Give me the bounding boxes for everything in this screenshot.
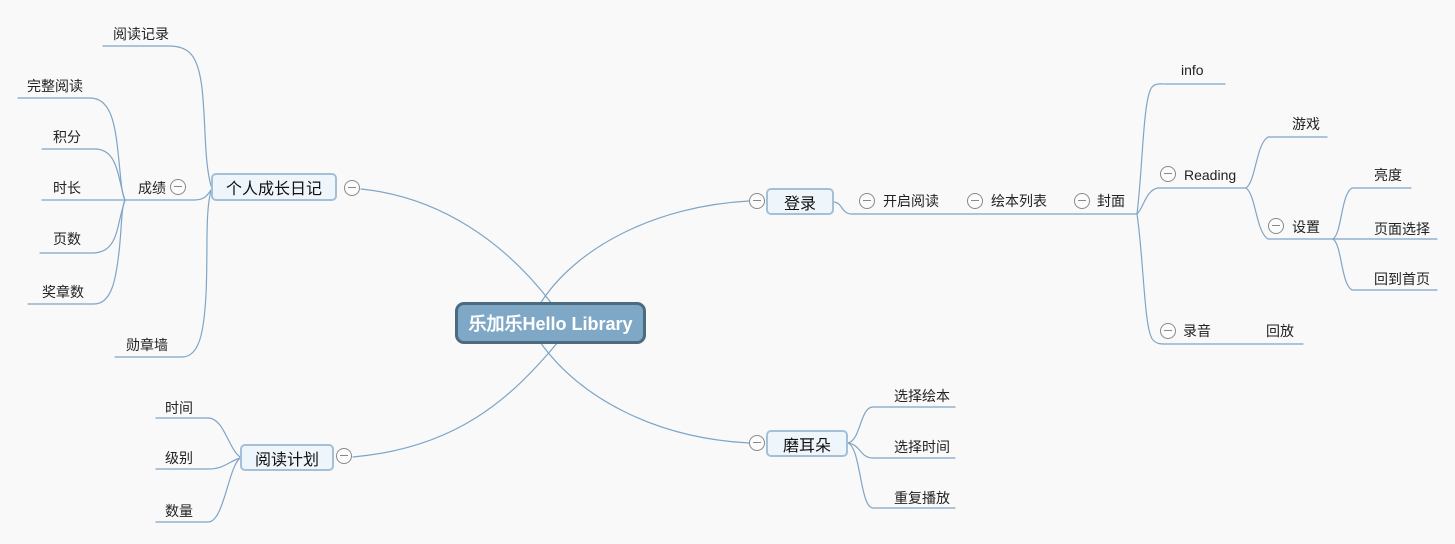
collapse-icon-reading-mode[interactable] [1160, 166, 1176, 182]
node-points[interactable]: 积分 [53, 129, 81, 145]
node-personal-growth-diary[interactable]: 个人成长日记 [211, 173, 337, 201]
connector [1136, 187, 1247, 215]
connector [27, 199, 126, 305]
node-cover[interactable]: 封面 [1097, 193, 1125, 209]
connector [155, 417, 241, 458]
node-game[interactable]: 游戏 [1292, 116, 1320, 132]
connector [352, 341, 559, 458]
connector [41, 148, 126, 201]
connector [1245, 187, 1334, 240]
node-score[interactable]: 成绩 [138, 180, 166, 196]
connector [1332, 187, 1412, 240]
node-reading-mode[interactable]: Reading [1184, 167, 1237, 183]
connector [41, 189, 212, 201]
node-page-select[interactable]: 页面选择 [1374, 221, 1430, 237]
collapse-icon-reading-plan[interactable] [336, 448, 352, 464]
node-choose-time[interactable]: 选择时间 [894, 439, 950, 455]
connector [155, 457, 241, 470]
root-node[interactable]: 乐加乐Hello Library [455, 302, 646, 344]
collapse-icon-start-reading[interactable] [859, 193, 875, 209]
connector [847, 442, 956, 459]
node-ear-training[interactable]: 磨耳朵 [766, 430, 848, 457]
node-brightness[interactable]: 亮度 [1374, 167, 1402, 183]
collapse-icon-personal-growth-diary[interactable] [344, 180, 360, 196]
connector [847, 406, 956, 444]
node-settings[interactable]: 设置 [1292, 219, 1320, 235]
connector [1332, 238, 1438, 291]
node-reading-record[interactable]: 阅读记录 [113, 26, 169, 42]
node-level[interactable]: 级别 [165, 450, 193, 466]
collapse-icon-recording[interactable] [1160, 323, 1176, 339]
node-book-list[interactable]: 绘本列表 [991, 193, 1047, 209]
node-time[interactable]: 时间 [165, 400, 193, 416]
connector [114, 190, 212, 358]
node-choose-book[interactable]: 选择绘本 [894, 388, 950, 404]
node-back-to-home[interactable]: 回到首页 [1374, 271, 1430, 287]
node-medal-wall[interactable]: 勋章墙 [126, 337, 168, 353]
connector [1245, 136, 1328, 189]
node-login[interactable]: 登录 [766, 188, 834, 215]
collapse-icon-ear-training[interactable] [749, 435, 765, 451]
node-pages[interactable]: 页数 [53, 231, 81, 247]
collapse-icon-cover[interactable] [1074, 193, 1090, 209]
node-quantity[interactable]: 数量 [165, 503, 193, 519]
connector [102, 45, 212, 187]
connector [1136, 83, 1226, 215]
connector [539, 200, 750, 305]
node-medal-count[interactable]: 奖章数 [42, 284, 84, 300]
connector [1136, 213, 1304, 345]
collapse-icon-login[interactable] [749, 193, 765, 209]
node-info[interactable]: info [1181, 62, 1204, 78]
connector [539, 341, 750, 444]
connector [847, 442, 956, 509]
connector [833, 201, 1138, 215]
node-repeat-play[interactable]: 重复播放 [894, 490, 950, 506]
node-reading-plan[interactable]: 阅读计划 [240, 444, 334, 471]
connector [360, 188, 553, 305]
node-duration[interactable]: 时长 [53, 180, 81, 196]
collapse-icon-book-list[interactable] [967, 193, 983, 209]
node-recording[interactable]: 录音 [1183, 323, 1211, 339]
node-playback[interactable]: 回放 [1266, 323, 1294, 339]
collapse-icon-settings[interactable] [1268, 218, 1284, 234]
node-start-reading[interactable]: 开启阅读 [883, 193, 939, 209]
node-complete-reading[interactable]: 完整阅读 [27, 78, 83, 94]
collapse-icon-score[interactable] [170, 179, 186, 195]
connector [155, 457, 241, 523]
